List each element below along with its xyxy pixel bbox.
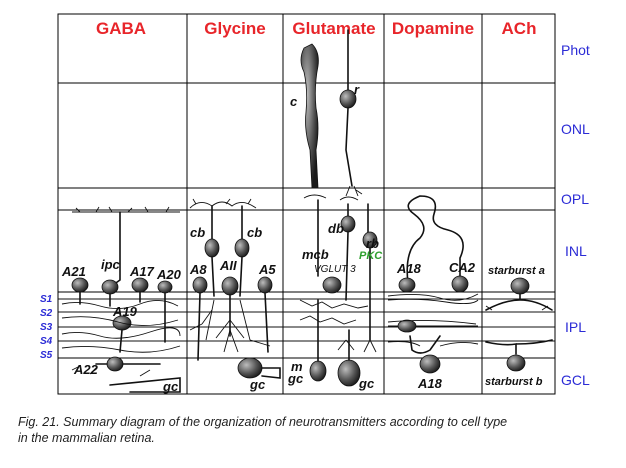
label-a8: A8 <box>189 262 207 277</box>
label-a20: A20 <box>156 267 182 282</box>
strata-label-s1: S1 <box>40 294 53 305</box>
column-title-glutamate: Glutamate <box>292 19 375 38</box>
layer-label-inl: INL <box>565 243 587 259</box>
label-starburst-a: starburst a <box>488 265 545 277</box>
strata-label-s5: S5 <box>40 350 53 361</box>
layer-label-onl: ONL <box>561 121 590 137</box>
label-a19: A19 <box>112 304 138 319</box>
label-a5: A5 <box>258 262 276 277</box>
caption-line-2: in the mammalian retina. <box>18 431 155 445</box>
label-gc-glycine: gc <box>249 377 266 392</box>
label-a18-1: A18 <box>396 261 422 276</box>
label-cb-2: cb <box>247 225 262 240</box>
label-gc-glutamate-1: gc <box>287 371 304 386</box>
glutamate-cells <box>299 29 378 387</box>
column-title-gaba: GABA <box>96 19 146 38</box>
column-title-glycine: Glycine <box>204 19 265 38</box>
neurotransmitter-diagram: GABA Glycine Glutamate Dopamine ACh Phot… <box>40 13 590 395</box>
strata-label-s3: S3 <box>40 322 53 333</box>
label-gc-gaba: gc <box>162 379 179 394</box>
dopamine-cells <box>387 195 479 374</box>
layer-label-phot: Phot <box>561 42 590 58</box>
figure-caption: Fig. 21. Summary diagram of the organiza… <box>18 414 618 446</box>
label-a17: A17 <box>129 264 155 279</box>
layer-label-opl: OPL <box>561 191 589 207</box>
label-mcb: mcb <box>302 247 329 262</box>
label-db: db <box>328 221 344 236</box>
marker-pkc: PKC <box>359 250 383 262</box>
layer-label-ipl: IPL <box>565 319 586 335</box>
label-a21: A21 <box>61 264 86 279</box>
label-m: m <box>291 359 303 374</box>
column-title-ach: ACh <box>502 19 537 38</box>
marker-vglut3: VGLUT 3 <box>314 264 356 275</box>
gaba-cells <box>61 206 181 393</box>
caption-line-1: Fig. 21. Summary diagram of the organiza… <box>18 415 508 429</box>
ach-cells <box>485 277 553 372</box>
label-rb: rb <box>366 236 379 251</box>
label-r: r <box>354 82 360 97</box>
label-aii: AII <box>219 258 237 273</box>
strata-label-s4: S4 <box>40 336 53 347</box>
layer-label-gcl: GCL <box>561 372 590 388</box>
label-a22: A22 <box>73 362 99 377</box>
column-title-dopamine: Dopamine <box>392 19 474 38</box>
label-starburst-b: starburst b <box>485 376 543 388</box>
label-gc-glutamate-2: gc <box>358 376 375 391</box>
label-cb-1: cb <box>190 225 205 240</box>
label-a18-2: A18 <box>417 376 443 391</box>
strata-label-s2: S2 <box>40 308 53 319</box>
glycine-cells <box>189 198 281 379</box>
label-c: c <box>290 94 298 109</box>
label-ipc: ipc <box>101 257 121 272</box>
label-ca2: CA2 <box>449 260 476 275</box>
